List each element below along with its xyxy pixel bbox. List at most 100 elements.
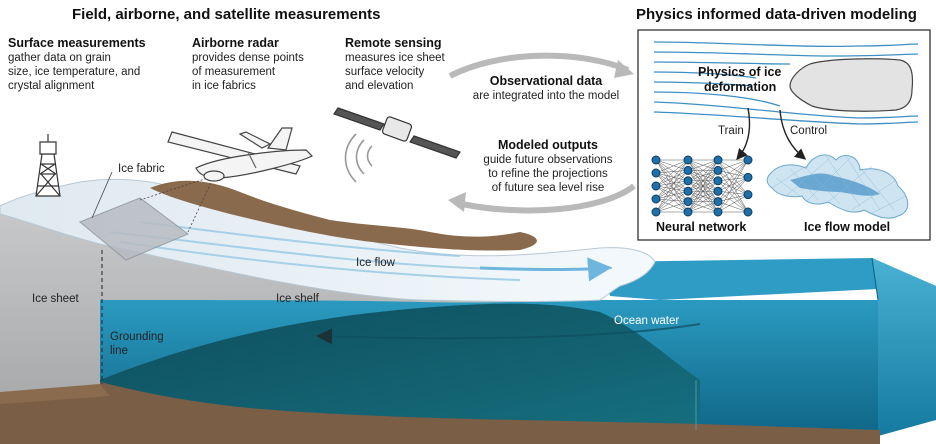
train-arrow — [736, 107, 751, 161]
nn-connection — [655, 170, 689, 187]
ice-flow-label: Ice flow — [356, 257, 396, 269]
nn-node — [743, 172, 753, 182]
nn-node — [651, 155, 661, 165]
remote-text-line-2: surface velocity — [345, 66, 425, 78]
nn-connection — [655, 185, 689, 202]
nn-connection — [655, 170, 689, 174]
ice-fabric-leader — [91, 171, 113, 219]
nn-connection — [687, 159, 719, 202]
nn-connection — [687, 159, 719, 192]
nn-connection — [717, 180, 749, 195]
nn-connection — [717, 159, 749, 195]
nn-connection — [655, 201, 689, 213]
satellite-icon — [333, 107, 461, 159]
nn-connection — [717, 159, 749, 182]
left-section-title: Field, airborne, and satellite measureme… — [72, 6, 381, 23]
nn-connection — [687, 159, 719, 171]
observational-arrowhead — [614, 60, 634, 78]
nn-connection — [717, 170, 749, 195]
observational-data-heading: Observational data — [489, 74, 603, 88]
surface-text-line-2: size, ice temperature, and — [8, 66, 141, 78]
nn-node — [651, 207, 661, 217]
nn-node — [651, 168, 661, 178]
obstacle-shape — [789, 58, 914, 112]
rock-ridge — [150, 180, 537, 251]
remote-sensing-heading: Remote sensing — [345, 36, 442, 50]
ocean-water-label: Ocean water — [614, 315, 679, 327]
ice-fabric-label: Ice fabric — [118, 163, 165, 175]
nn-node — [683, 207, 693, 217]
ice-shelf-label: Ice shelf — [276, 293, 320, 305]
modeled-outputs-arrow — [461, 183, 636, 214]
nn-connection — [655, 170, 689, 213]
nn-connection — [717, 177, 749, 202]
ocean-side — [872, 258, 936, 436]
surface-measurements-block: Surface measurements gather data on grai… — [8, 36, 146, 93]
deformation-flow-lines — [653, 41, 919, 125]
nn-connection — [655, 198, 689, 213]
control-arrow — [779, 109, 807, 160]
nn-connection — [687, 180, 719, 213]
signal-waves-icon — [344, 133, 373, 183]
modeled-text-line-3: of future sea level rise — [491, 182, 605, 194]
nn-node — [683, 155, 693, 165]
nn-connection — [655, 185, 689, 192]
nn-node — [713, 197, 723, 207]
radar-text-line-2: of measurement — [192, 66, 276, 78]
nn-connection — [655, 190, 689, 200]
ice-flow-model-core — [790, 173, 880, 196]
nn-connection — [655, 180, 689, 187]
nn-connection — [717, 159, 749, 192]
nn-connection — [655, 170, 689, 200]
nn-connection — [687, 201, 719, 213]
nn-node — [743, 155, 753, 165]
grounding-line-label-1: Grounding — [110, 331, 164, 343]
nn-connection — [655, 159, 689, 187]
modeled-outputs-block: Modeled outputs guide future observation… — [468, 138, 628, 195]
radar-text-line-3: in ice fabrics — [192, 80, 256, 92]
ocean-surface — [600, 258, 936, 300]
nn-node — [683, 176, 693, 186]
nn-connection — [717, 190, 749, 195]
remote-sensing-block: Remote sensing measures ice sheet surfac… — [345, 36, 445, 93]
radar-beams — [139, 175, 215, 233]
control-label: Control — [790, 125, 827, 137]
nn-connection — [717, 159, 749, 171]
ice-flow-arrow — [479, 257, 612, 282]
airplane-icon — [167, 127, 314, 182]
nn-node — [651, 181, 661, 191]
nn-node — [743, 207, 753, 217]
remote-text-line-1: measures ice sheet — [345, 52, 445, 64]
neural-network-label: Neural network — [656, 220, 746, 234]
observational-data-block: Observational data are integrated into t… — [466, 74, 626, 103]
modeled-text-line-2: to refine the projections — [488, 168, 608, 180]
ice-sheet-label: Ice sheet — [32, 293, 79, 305]
observational-data-arrow — [448, 52, 630, 79]
nn-connection — [655, 198, 689, 202]
neural-network-graphic — [651, 155, 753, 217]
bedrock — [0, 382, 880, 444]
nn-connection — [717, 194, 749, 202]
nn-node — [713, 176, 723, 186]
nn-connection — [655, 159, 689, 213]
observational-text-line-1: are integrated into the model — [472, 90, 620, 102]
nn-connection — [655, 172, 689, 202]
nn-connection — [655, 190, 689, 213]
physics-label-2: deformation — [704, 80, 776, 94]
train-label: Train — [718, 125, 744, 137]
nn-node — [683, 186, 693, 196]
nn-connection — [655, 172, 689, 192]
nn-connection — [717, 177, 749, 182]
modeled-outputs-heading: Modeled outputs — [498, 138, 598, 152]
ice-flow-model-label: Ice flow model — [804, 220, 890, 234]
nn-connection — [655, 159, 689, 174]
modeled-text-line-1: guide future observations — [483, 154, 613, 166]
nn-connection — [717, 177, 749, 213]
nn-connection — [687, 190, 719, 213]
nn-connection — [655, 172, 689, 213]
nn-node — [713, 207, 723, 217]
nn-node — [743, 190, 753, 200]
nn-node — [713, 155, 723, 165]
nn-connection — [655, 172, 689, 182]
nn-connection — [687, 159, 719, 213]
